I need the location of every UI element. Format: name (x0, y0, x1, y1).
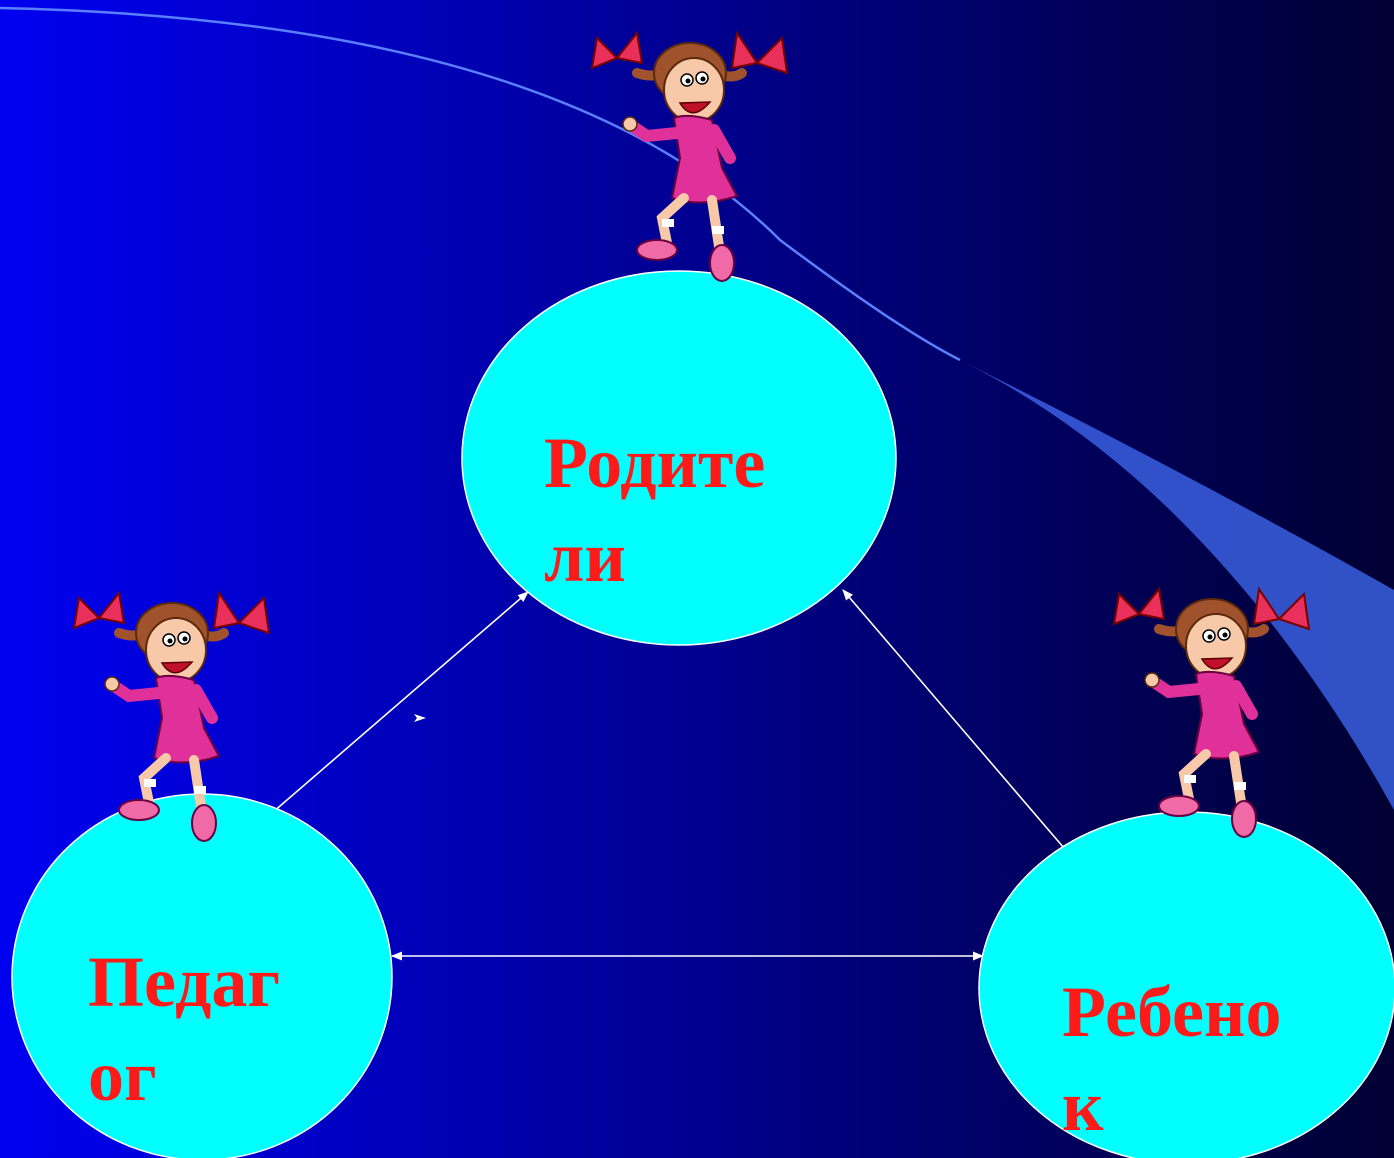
parents-label: Родите ли (544, 416, 765, 604)
child-label-line1: Ребено (1062, 972, 1282, 1052)
teacher-label: Педаг ог (88, 935, 280, 1123)
parents-node (461, 270, 897, 646)
stray-arrowhead (414, 714, 426, 722)
child-label: Ребено к (1062, 965, 1281, 1153)
connectors (257, 589, 1071, 961)
child-label-line2: к (1062, 1066, 1104, 1146)
parents-label-line1: Родите (544, 423, 766, 503)
background-swoosh (0, 6, 1394, 810)
parents-label-line2: ли (544, 517, 626, 597)
arrow-teacher-parents (257, 591, 529, 826)
teacher-label-line2: ог (88, 1036, 157, 1116)
teacher-label-line1: Педаг (88, 942, 281, 1022)
arrow-parents-child (842, 589, 1071, 856)
